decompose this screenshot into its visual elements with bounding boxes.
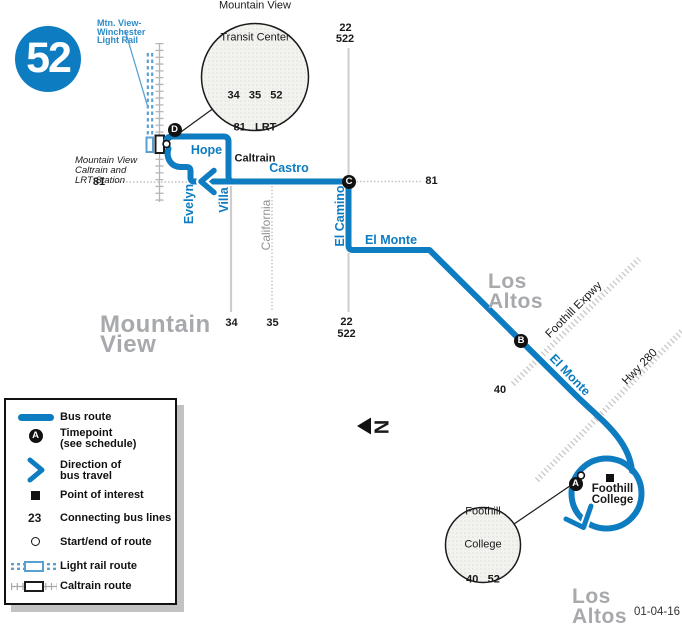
connector-34: 34 xyxy=(225,316,238,329)
timepoint-d: D xyxy=(167,122,182,137)
legend-light-rail-label: Light rail route xyxy=(60,560,137,572)
timepoint-b: B xyxy=(514,334,528,348)
legend-direction-symbol xyxy=(27,457,45,483)
hwy-280-line xyxy=(534,328,682,483)
street-label-castro: Castro xyxy=(269,160,309,175)
connector-22-top: 22 xyxy=(339,21,352,34)
connector-522-bottom: 522 xyxy=(337,327,356,340)
connector-522-top: 522 xyxy=(335,32,355,45)
legend-connecting-label: Connecting bus lines xyxy=(60,512,172,524)
street-label-hope: Hope xyxy=(190,143,223,157)
legend-caltrain-label: Caltrain route xyxy=(60,580,132,592)
timepoint-c: C xyxy=(342,174,356,189)
transit-center-callout-circle xyxy=(200,22,310,132)
street-label-evelyn: Evelyn xyxy=(181,183,196,224)
lrt-station-box xyxy=(145,136,154,153)
legend-light-rail-symbol xyxy=(11,561,57,572)
compass-arrow xyxy=(357,417,371,435)
foothill-callout: Foothill College 40 52 xyxy=(464,505,502,586)
legend-poi-symbol xyxy=(31,491,40,500)
direction-arrow-loop xyxy=(561,501,596,532)
legend-timepoint-label: Timepoint xyxy=(60,427,113,439)
legend-connecting-symbol: 23 xyxy=(28,511,42,525)
street-label-el-monte: El Monte xyxy=(364,233,418,247)
foothill-expwy-line xyxy=(510,256,642,387)
street-label-california: California xyxy=(259,199,273,251)
street-label-el-camino: El Camino xyxy=(332,185,347,247)
connector-81-right: 81 xyxy=(425,175,438,187)
foothill-college-poi-square xyxy=(606,474,614,482)
legend-caltrain-symbol xyxy=(11,581,57,592)
legend-start-end-label: Start/end of route xyxy=(60,536,152,548)
date-stamp: 01-04-16 xyxy=(633,606,680,618)
transit-center-callout: Mountain View Transit Center 34 35 52 81… xyxy=(219,0,291,165)
connector-35: 35 xyxy=(266,316,279,329)
street-label-villa: Villa xyxy=(217,187,231,213)
connector-81-left: 81 xyxy=(92,176,106,188)
connector-22-bottom: 22 xyxy=(340,316,353,328)
legend-poi-label: Point of interest xyxy=(60,489,144,501)
compass-north-label: N xyxy=(371,419,394,434)
connector-40: 40 xyxy=(493,384,507,396)
legend-start-end-symbol xyxy=(31,537,40,546)
bus-route-path xyxy=(163,133,645,532)
foothill-college-loop xyxy=(568,455,645,532)
city-label-los-altos-hills: LosAltosHills xyxy=(572,585,627,624)
light-rail-callout-line xyxy=(124,29,149,107)
legend-direction-label: Direction of xyxy=(60,459,122,471)
legend-bus-route-symbol xyxy=(18,414,54,421)
legend-timepoint-symbol: A xyxy=(28,429,43,443)
direction-arrow-evelyn xyxy=(196,165,219,198)
route-badge: 52 xyxy=(15,26,81,92)
legend-timepoint-label-2: (see schedule) xyxy=(60,438,137,450)
legend-direction-label-2: bus travel xyxy=(60,470,112,482)
foothill-callout-line xyxy=(513,484,573,525)
timepoint-a: A xyxy=(568,476,583,491)
legend-bus-route-label: Bus route xyxy=(60,411,112,423)
route-start-circle-station xyxy=(162,139,171,149)
foothill-callout-circle xyxy=(444,506,522,584)
legend-box: Bus route A Timepoint (see schedule) Dir… xyxy=(4,398,177,605)
